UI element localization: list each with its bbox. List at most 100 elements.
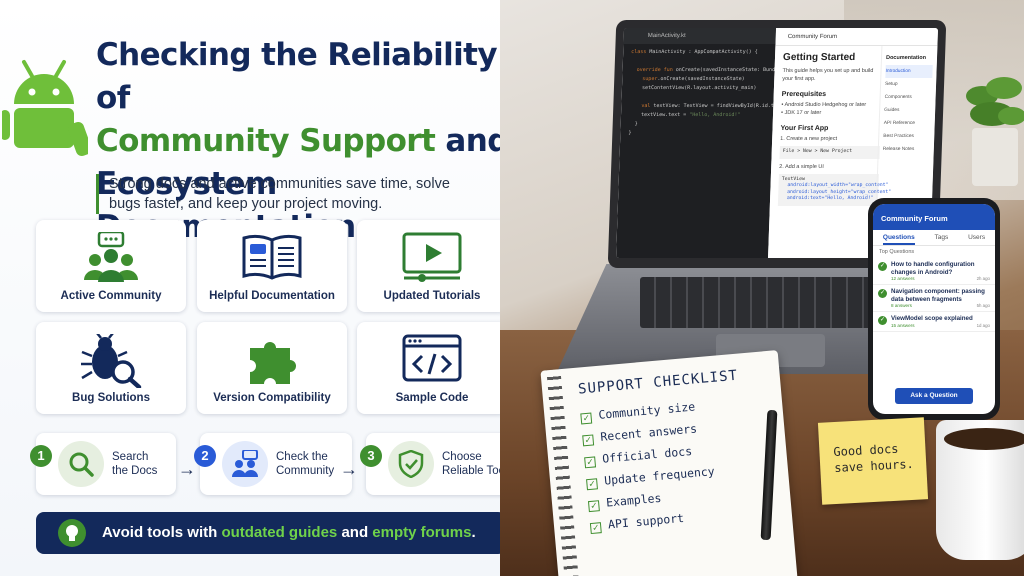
answer-count: 12 answers xyxy=(891,276,915,281)
doc-code-snippet: TextView android:layout_width="wrap_cont… xyxy=(777,173,891,206)
community-chat-icon xyxy=(222,441,268,487)
question-title: Navigation component: passing data betwe… xyxy=(891,288,985,303)
tip-text: Avoid tools with outdated guides and emp… xyxy=(102,524,476,541)
checklist: ✓Community size ✓Recent answers ✓Officia… xyxy=(580,398,720,541)
title-line-1: Checking the Reliability of xyxy=(96,37,498,116)
book-icon xyxy=(242,234,302,280)
checkbox-icon: ✓ xyxy=(582,434,595,447)
question-age: 1d ago xyxy=(976,322,990,328)
question-item[interactable]: ✓ How to handle configuration changes in… xyxy=(873,258,995,285)
toc-heading: Documentation xyxy=(885,55,927,61)
toc-item[interactable]: Components xyxy=(884,95,912,100)
feature-label: Active Community xyxy=(60,290,162,302)
plant-icon xyxy=(966,77,1024,186)
check-icon: ✓ xyxy=(878,316,887,325)
question-title: ViewModel scope explained xyxy=(891,315,973,322)
check-icon: ✓ xyxy=(878,262,887,271)
doc-section-title: Prerequisites xyxy=(781,91,827,98)
toc-item[interactable]: Guides xyxy=(884,108,900,113)
feature-label: Sample Code xyxy=(395,392,469,404)
code-editor: MainActivity.kt class MainActivity : App… xyxy=(616,28,799,258)
code-window-icon xyxy=(402,334,462,382)
doc-step: 2. Add a simple UI xyxy=(779,163,824,170)
arrow-icon: → xyxy=(178,459,196,479)
tab-questions[interactable]: Questions xyxy=(882,234,915,245)
checkbox-icon: ✓ xyxy=(580,412,593,425)
editor-tab[interactable]: MainActivity.kt xyxy=(623,28,777,44)
doc-content: Getting Started This guide helps you set… xyxy=(777,52,891,206)
step-number: 3 xyxy=(360,445,382,467)
phone-section-title: Top Questions xyxy=(879,249,915,255)
community-icon xyxy=(84,232,138,282)
phone-tabs: Questions Tags Users xyxy=(873,230,995,246)
video-tutorial-icon xyxy=(402,232,462,282)
feature-label: Helpful Documentation xyxy=(209,290,335,302)
doc-section-title: Your First App xyxy=(780,125,829,132)
ask-question-button[interactable]: Ask a Question xyxy=(895,388,973,404)
shield-check-icon xyxy=(388,441,434,487)
step-number: 2 xyxy=(194,445,216,467)
checkbox-icon: ✓ xyxy=(589,522,602,535)
title-highlight: Community Support xyxy=(96,123,436,159)
phone-screen: Community Forum Questions Tags Users Top… xyxy=(873,204,995,414)
toc-item[interactable]: Best Practices xyxy=(883,134,915,139)
doc-list-item: • Android Studio Hedgehog or later xyxy=(781,102,867,108)
feature-card-updated-tutorials: Updated Tutorials xyxy=(357,220,507,312)
question-age: 5h ago xyxy=(976,303,990,308)
code-content: class MainActivity : AppCompatActivity()… xyxy=(628,49,799,136)
feature-label: Updated Tutorials xyxy=(383,290,481,302)
lightbulb-icon xyxy=(58,519,86,547)
feature-label: Bug Solutions xyxy=(72,392,150,404)
tab-tags[interactable]: Tags xyxy=(934,234,949,241)
check-icon: ✓ xyxy=(878,289,887,298)
step-number: 1 xyxy=(30,445,52,467)
checkbox-icon: ✓ xyxy=(586,478,598,491)
sticky-line: save hours. xyxy=(833,456,915,476)
feature-card-bug-solutions: Bug Solutions xyxy=(36,322,186,414)
phone-app-title: Community Forum xyxy=(873,204,995,230)
doc-intro: This guide helps you set up and build yo… xyxy=(782,68,874,82)
smartphone: Community Forum Questions Tags Users Top… xyxy=(868,198,1000,420)
feature-card-helpful-documentation: Helpful Documentation xyxy=(197,220,347,312)
arrow-icon: → xyxy=(340,459,358,479)
notebook-title: SUPPORT CHECKLIST xyxy=(577,367,739,398)
page-title: Checking the Reliability of Community Su… xyxy=(96,34,516,249)
toc-item[interactable]: Setup xyxy=(884,82,898,87)
puzzle-icon xyxy=(250,342,296,384)
question-title: How to handle configuration changes in A… xyxy=(891,261,975,276)
checkbox-icon: ✓ xyxy=(584,456,597,469)
feature-card-active-community: Active Community xyxy=(36,220,186,312)
doc-code-snippet: File > New > New Project xyxy=(779,146,880,159)
answer-count: 8 answers xyxy=(891,303,912,308)
question-item[interactable]: ✓ ViewModel scope explained 15 answers 1… xyxy=(873,312,995,332)
answer-count: 15 answers xyxy=(891,322,915,328)
toc-item[interactable]: Release Notes xyxy=(882,147,915,152)
toc-item[interactable]: Introduction xyxy=(885,65,933,78)
bug-icon xyxy=(81,334,142,388)
doc-header: Community Forum xyxy=(775,28,939,46)
android-logo-icon xyxy=(2,60,88,157)
desk-photo-scene: MainActivity.kt class MainActivity : App… xyxy=(500,0,1024,576)
coffee-mug xyxy=(936,420,1024,560)
doc-title: Getting Started xyxy=(782,52,856,63)
doc-list-item: • JDK 17 or later xyxy=(780,110,822,116)
doc-step: 1. Create a new project xyxy=(780,136,838,142)
question-item[interactable]: ✓ Navigation component: passing data bet… xyxy=(873,285,995,312)
toc-item[interactable]: API Reference xyxy=(883,121,916,126)
tab-users[interactable]: Users xyxy=(968,234,986,241)
question-age: 2h ago xyxy=(976,276,990,281)
search-icon xyxy=(58,441,104,487)
tip-banner: Avoid tools with outdated guides and emp… xyxy=(36,512,506,554)
title-line-2: and xyxy=(435,123,509,159)
feature-card-version-compatibility: Version Compatibility xyxy=(197,322,347,414)
feature-label: Version Compatibility xyxy=(213,392,331,404)
infographic-panel: Checking the Reliability of Community Su… xyxy=(0,0,520,576)
checklist-notebook: SUPPORT CHECKLIST ✓Community size ✓Recen… xyxy=(540,350,798,576)
